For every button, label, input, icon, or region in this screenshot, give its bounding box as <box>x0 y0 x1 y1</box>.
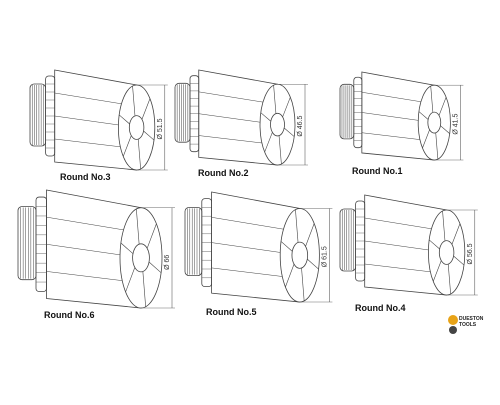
label-round3: Round No.3 <box>60 172 111 182</box>
brand-logo <box>448 315 458 334</box>
dimension-label-round5: Ø 61.5 <box>321 246 328 267</box>
face-slot <box>301 267 305 301</box>
collet-round1: Ø 41.5 <box>339 71 464 161</box>
face-slot <box>430 86 434 113</box>
dimension-label-round2: Ø 46.5 <box>297 116 304 137</box>
face-slot <box>438 97 447 116</box>
face-slot <box>432 260 442 282</box>
label-round4: Round No.4 <box>355 303 406 313</box>
face-slot <box>278 135 282 165</box>
front-face <box>417 84 451 161</box>
collet-round2: Ø 46.5 <box>174 69 308 166</box>
face-slot <box>260 112 272 122</box>
bore-hole <box>270 112 285 137</box>
face-slot <box>273 85 277 114</box>
brand-line1: DUESTON <box>459 316 484 322</box>
collet-round3: Ø 51.5 <box>29 69 168 171</box>
face-slot <box>120 242 134 254</box>
face-slot <box>422 129 430 149</box>
front-face <box>259 83 296 166</box>
dimension-label-round1: Ø 41.5 <box>452 113 459 134</box>
face-slot <box>136 208 140 245</box>
bore-hole <box>132 243 150 273</box>
collet-round5: Ø 61.5 <box>184 191 333 303</box>
bore-hole <box>291 241 309 269</box>
bore-hole <box>128 115 145 140</box>
logo-circle-icon <box>448 315 458 325</box>
dimension-label-round6: Ø 66 <box>164 255 171 270</box>
label-round5: Round No.5 <box>206 307 257 317</box>
face-slot <box>305 223 315 247</box>
face-slot <box>280 241 293 252</box>
label-round6: Round No.6 <box>44 310 95 320</box>
collet-round4: Ø 56.5 <box>339 194 478 296</box>
face-slot <box>132 86 136 116</box>
label-round2: Round No.2 <box>198 168 249 178</box>
face-slot <box>141 98 151 120</box>
face-slot <box>142 271 146 307</box>
face-slot <box>295 209 299 243</box>
face-slot <box>283 127 295 137</box>
collet-round6: Ø 66 <box>17 189 175 309</box>
face-slot <box>148 261 162 273</box>
label-round1: Round No.1 <box>352 166 403 176</box>
front-face <box>118 84 156 171</box>
front-face <box>279 208 320 303</box>
bore-hole <box>427 111 442 134</box>
face-slot <box>447 264 451 294</box>
face-slot <box>137 139 141 169</box>
face-slot <box>429 239 440 250</box>
face-slot <box>125 267 136 293</box>
face-slot <box>442 211 446 241</box>
face-slot <box>440 125 450 134</box>
face-slot <box>282 97 291 118</box>
brand-text: DUESTON TOOLS <box>459 316 483 328</box>
front-face <box>119 207 163 309</box>
face-slot <box>435 132 439 160</box>
face-slot <box>143 130 155 141</box>
face-slot <box>264 132 273 153</box>
face-slot <box>307 258 319 270</box>
bore-hole <box>438 240 455 265</box>
face-slot <box>119 114 130 125</box>
face-slot <box>285 264 295 288</box>
logo-dot-icon <box>449 326 457 334</box>
face-slot <box>418 111 429 120</box>
brand-line2: TOOLS <box>459 322 477 328</box>
face-slot <box>451 223 461 245</box>
front-face <box>427 209 466 296</box>
face-slot <box>122 135 132 157</box>
dimension-label-round4: Ø 56.5 <box>467 243 474 264</box>
face-slot <box>146 223 157 249</box>
dimension-label-round3: Ø 51.5 <box>157 118 164 139</box>
face-slot <box>453 255 465 266</box>
